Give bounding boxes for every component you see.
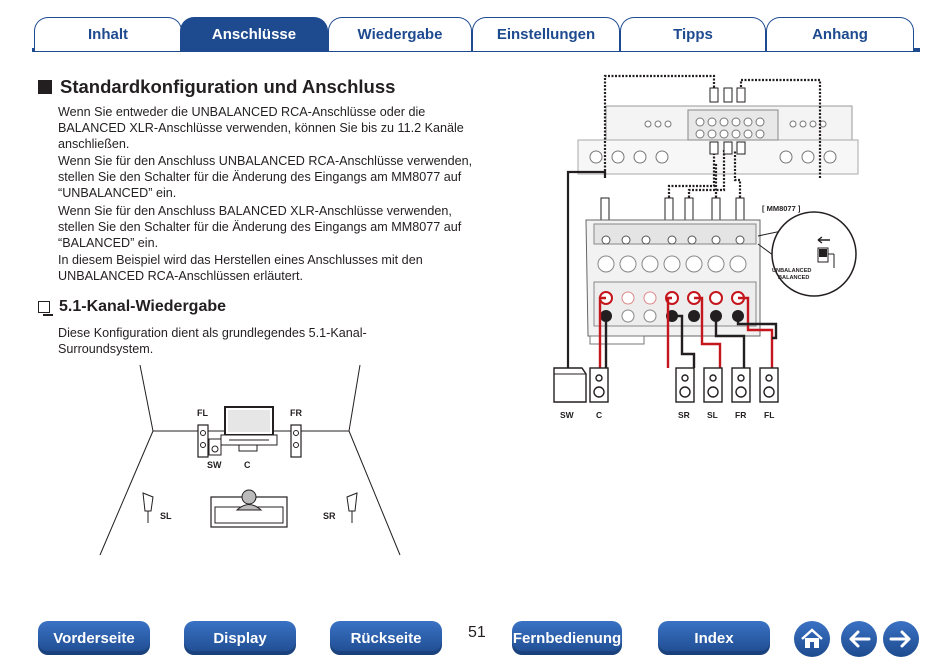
section-title-text: Standardkonfiguration und Anschluss	[60, 76, 396, 97]
subsection-title-text: 5.1-Kanal-Wiedergabe	[59, 298, 227, 315]
arrow-right-icon	[889, 630, 911, 648]
tab-anschluesse[interactable]: Anschlüsse	[180, 17, 328, 51]
page-number: 51	[468, 624, 486, 641]
nav-vorderseite-button[interactable]: Vorderseite	[38, 621, 150, 655]
nav-index-button[interactable]: Index	[658, 621, 770, 655]
checkbox-bullet-icon	[38, 301, 53, 316]
tab-bar: Inhalt Anschlüsse Wiedergabe Einstellung…	[0, 0, 950, 56]
speaker-fr-icon	[731, 367, 751, 403]
tab-inhalt[interactable]: Inhalt	[34, 17, 182, 51]
subwoofer-cable	[566, 170, 607, 368]
speaker-label-sl: SL	[707, 410, 718, 420]
mm8077-amplifier	[585, 219, 761, 345]
subwoofer-box-icon	[553, 367, 587, 403]
front-left-speaker-icon	[197, 424, 209, 458]
input-switch-zoom-icon: UNBALANCED BALANCED	[757, 211, 857, 297]
arrow-left-icon	[849, 630, 871, 648]
nav-fernbedienung-button[interactable]: Fernbedienung	[512, 621, 622, 655]
label-fr: FR	[290, 408, 302, 418]
av-receiver-panel	[577, 105, 859, 175]
switch-balanced-label: BALANCED	[778, 275, 809, 281]
home-icon	[801, 628, 823, 648]
tab-anhang[interactable]: Anhang	[766, 17, 914, 51]
speaker-sr-icon	[675, 367, 695, 403]
section-title: Standardkonfiguration und Anschluss	[38, 76, 395, 98]
front-right-speaker-icon	[290, 424, 302, 458]
surround-left-speaker-icon	[142, 492, 154, 523]
square-bullet-icon	[38, 80, 52, 94]
room-layout-diagram: FL FR SW C SL SR	[99, 365, 401, 556]
label-sw: SW	[207, 460, 222, 470]
label-sl: SL	[160, 511, 172, 521]
speaker-label-sw: SW	[560, 410, 575, 420]
tab-einstellungen[interactable]: Einstellungen	[472, 17, 620, 51]
home-button[interactable]	[794, 621, 830, 657]
tab-wiedergabe[interactable]: Wiedergabe	[328, 17, 472, 51]
speaker-c-icon	[589, 367, 609, 403]
label-c: C	[244, 460, 251, 470]
tab-tipps[interactable]: Tipps	[620, 17, 766, 51]
connection-diagram: [ MM8077 ] UNBALANCED BALANCED SW C SR S…	[553, 74, 859, 420]
paragraph-4: In diesem Beispiel wird das Herstellen e…	[58, 253, 423, 283]
surround-right-speaker-icon	[346, 492, 358, 523]
tv-icon	[220, 406, 278, 446]
speaker-fl-icon	[759, 367, 779, 403]
label-fl: FL	[197, 408, 208, 418]
nav-display-button[interactable]: Display	[184, 621, 296, 655]
amp-label: [ MM8077 ]	[762, 204, 801, 213]
switch-unbalanced-label: UNBALANCED	[772, 268, 811, 274]
paragraph-1: Wenn Sie entweder die UNBALANCED RCA-Ans…	[58, 105, 464, 151]
paragraph-3: Wenn Sie für den Anschluss BALANCED XLR-…	[58, 204, 462, 250]
sofa-with-listener-icon	[210, 489, 288, 528]
paragraph-2: Wenn Sie für den Anschluss UNBALANCED RC…	[58, 154, 473, 200]
speaker-label-fr: FR	[735, 410, 746, 420]
nav-rueckseite-button[interactable]: Rückseite	[330, 621, 442, 655]
back-button[interactable]	[841, 621, 877, 657]
center-speaker-icon	[238, 444, 258, 452]
label-sr: SR	[323, 511, 336, 521]
forward-button[interactable]	[883, 621, 919, 657]
subsection-text: Diese Konfiguration dient als grundlegen…	[58, 326, 367, 356]
subwoofer-icon	[208, 438, 222, 456]
subsection-title: 5.1-Kanal-Wiedergabe	[38, 298, 226, 316]
speaker-label-fl: FL	[764, 410, 774, 420]
speaker-label-c: C	[596, 410, 602, 420]
speaker-label-sr: SR	[678, 410, 690, 420]
speaker-sl-icon	[703, 367, 723, 403]
